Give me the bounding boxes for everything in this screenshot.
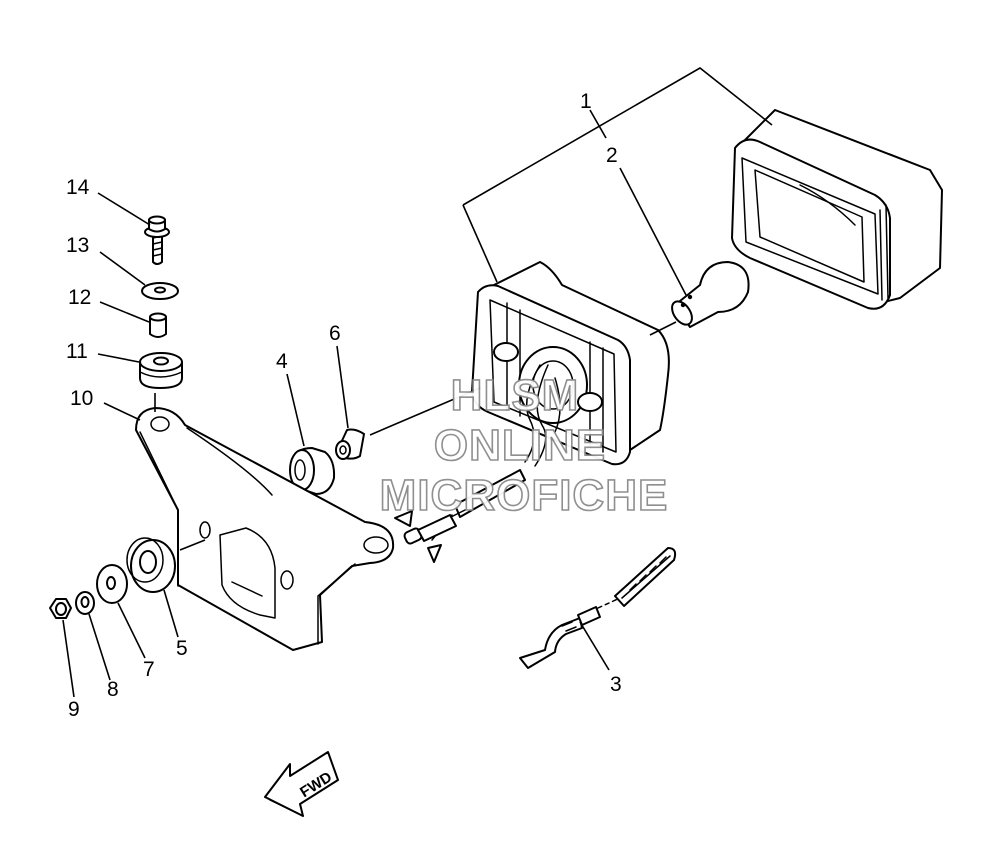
callout-5: 5 bbox=[176, 637, 188, 660]
callout-11: 11 bbox=[66, 340, 88, 363]
callout-10: 10 bbox=[70, 387, 93, 410]
callout-14: 14 bbox=[66, 176, 90, 199]
callout-6: 6 bbox=[329, 322, 341, 345]
nut bbox=[49, 598, 72, 619]
callout-1: 1 bbox=[580, 90, 592, 113]
callout-7: 7 bbox=[143, 658, 155, 681]
plain-washer bbox=[96, 564, 128, 604]
bushing bbox=[139, 352, 183, 389]
callout-12: 12 bbox=[68, 286, 91, 309]
spring-washer bbox=[75, 591, 95, 615]
watermark: HLSM ONLINE MICROFICHE bbox=[379, 370, 669, 521]
taillight-base bbox=[394, 261, 670, 563]
washer bbox=[141, 282, 179, 300]
taillight-lens bbox=[731, 109, 943, 310]
watermark-line-1: HLSM bbox=[451, 371, 580, 420]
fwd-direction-arrow: FWD bbox=[264, 751, 339, 817]
callout-3: 3 bbox=[610, 673, 622, 696]
rubber-damper bbox=[126, 537, 176, 593]
callout-labels: 1 2 3 4 5 6 7 8 9 10 11 12 13 14 bbox=[66, 90, 622, 721]
bracket bbox=[135, 407, 395, 651]
bulb bbox=[671, 261, 750, 328]
callout-13: 13 bbox=[66, 234, 89, 257]
callout-8: 8 bbox=[107, 678, 119, 701]
leader-lines bbox=[62, 67, 773, 698]
spacer-sleeve bbox=[149, 312, 167, 338]
collar bbox=[335, 428, 365, 460]
callout-4: 4 bbox=[276, 350, 288, 373]
callout-9: 9 bbox=[68, 698, 80, 721]
watermark-line-3: MICROFICHE bbox=[380, 471, 669, 520]
watermark-line-2: ONLINE bbox=[434, 421, 606, 470]
bolt bbox=[144, 215, 170, 265]
cable-tie bbox=[519, 547, 677, 669]
callout-2: 2 bbox=[606, 144, 618, 167]
grommet bbox=[289, 447, 336, 495]
